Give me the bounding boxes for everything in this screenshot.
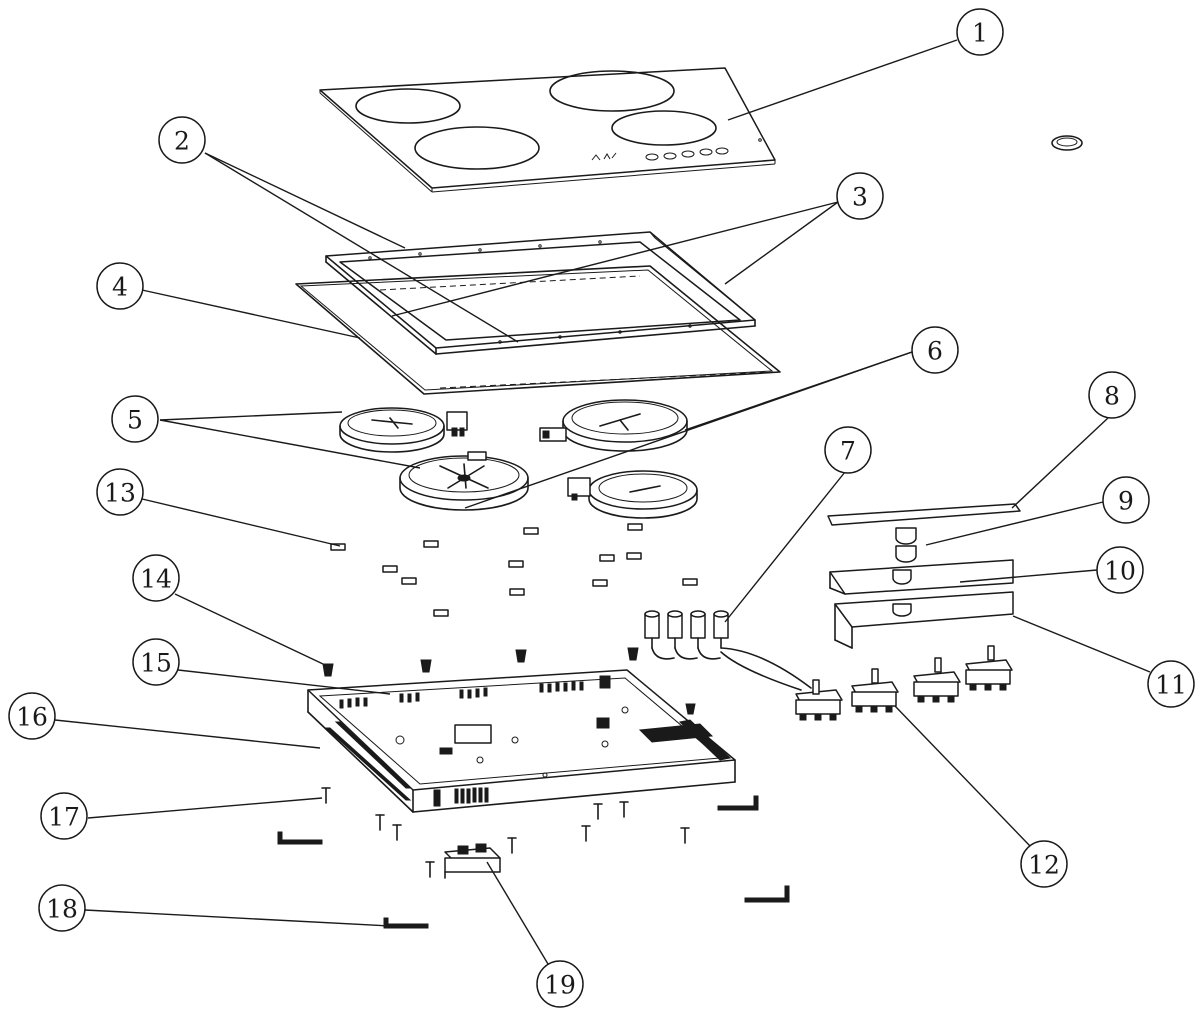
heating-element-front-right: [567, 470, 698, 519]
svg-text:10: 10: [1104, 557, 1136, 586]
callout-4: 4: [96, 262, 144, 310]
svg-text:14: 14: [140, 565, 172, 594]
callout-8: 8: [1088, 371, 1136, 419]
knob-shaft-set-part: [644, 610, 812, 691]
svg-text:6: 6: [927, 337, 943, 366]
svg-text:3: 3: [852, 183, 868, 212]
grommet-ring-part: [1051, 135, 1083, 151]
heating-element-front-left: [399, 451, 529, 511]
callout-2: 2: [158, 116, 206, 164]
svg-text:15: 15: [140, 649, 172, 678]
callout-17: 17: [40, 792, 88, 840]
leader-lines: [54, 39, 1151, 965]
fixing-brackets-part: [277, 795, 790, 929]
control-strip-part: [827, 503, 1021, 526]
svg-text:7: 7: [840, 437, 856, 466]
control-bracket-part: [834, 591, 1014, 649]
svg-text:5: 5: [127, 406, 143, 435]
base-tray-part: [307, 669, 736, 813]
heating-element-rear-left: [339, 407, 468, 453]
gasket-part: [295, 265, 781, 395]
knob-clip-part: [895, 527, 917, 563]
callout-15: 15: [132, 638, 180, 686]
energy-regulator-switches-part: [795, 645, 1013, 721]
heating-element-rear-right: [539, 399, 688, 452]
screws-part: [321, 787, 690, 878]
callout-7: 7: [824, 426, 872, 474]
svg-text:11: 11: [1155, 671, 1187, 700]
control-panel-cover-part: [829, 559, 1014, 595]
callout-12: 12: [1020, 840, 1068, 888]
svg-text:4: 4: [112, 273, 128, 302]
terminal-block-part: [444, 843, 501, 879]
callout-13: 13: [96, 468, 144, 516]
callout-1: 1: [956, 8, 1004, 56]
callout-6: 6: [911, 326, 959, 374]
callout-14: 14: [132, 554, 180, 602]
spacer-clips-part: [330, 523, 698, 617]
callout-5: 5: [111, 395, 159, 443]
svg-text:9: 9: [1118, 487, 1134, 516]
svg-text:1: 1: [972, 19, 988, 48]
callout-3: 3: [836, 172, 884, 220]
frame-part: [325, 231, 756, 355]
svg-text:18: 18: [46, 895, 78, 924]
glass-cooktop-part: [319, 67, 776, 193]
callout-16: 16: [8, 692, 56, 740]
svg-text:2: 2: [174, 127, 190, 156]
callout-11: 11: [1147, 660, 1195, 708]
callout-9: 9: [1102, 476, 1150, 524]
callout-18: 18: [38, 884, 86, 932]
callout-19: 19: [536, 960, 584, 1008]
svg-text:8: 8: [1104, 382, 1120, 411]
svg-text:16: 16: [16, 703, 48, 732]
svg-text:19: 19: [544, 971, 576, 1000]
callout-10: 10: [1096, 546, 1144, 594]
svg-text:13: 13: [104, 479, 136, 508]
svg-text:12: 12: [1028, 851, 1060, 880]
svg-text:17: 17: [48, 803, 80, 832]
